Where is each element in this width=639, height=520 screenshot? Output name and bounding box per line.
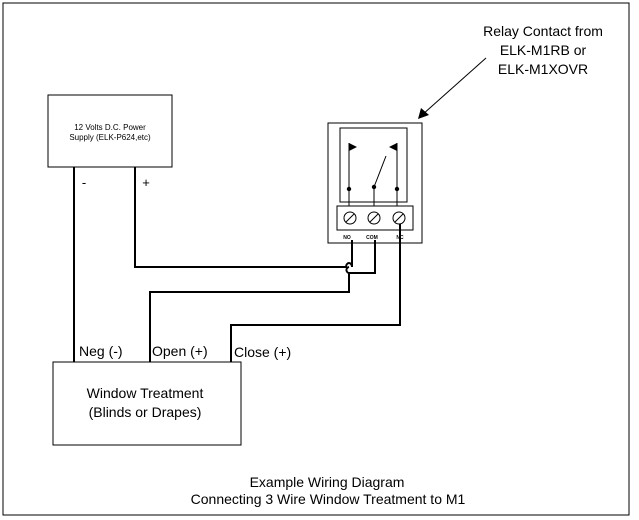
window-treatment-line2: (Blinds or Drapes) (89, 404, 202, 420)
relay-callout-line1: Relay Contact from (483, 23, 603, 39)
window-treatment-box (52, 361, 242, 446)
power-supply-line2: Supply (ELK-P624,etc) (69, 133, 151, 142)
terminal-screw-com (367, 211, 381, 225)
label-neg: Neg (-) (79, 343, 123, 359)
label-open: Open (+) (152, 343, 208, 359)
relay-callout-line3: ELK-M1XOVR (498, 61, 588, 77)
terminal-label-com: COM (366, 235, 378, 241)
power-supply-pos-label: + (142, 175, 150, 190)
caption-line1: Example Wiring Diagram (250, 474, 405, 490)
relay-contact-symbol (346, 143, 400, 211)
wire-close (230, 224, 401, 362)
caption-line2: Connecting 3 Wire Window Treatment to M1 (191, 491, 466, 507)
power-supply-line1: 12 Volts D.C. Power (74, 123, 146, 132)
callout-arrow (418, 57, 487, 119)
outer-frame (2, 2, 630, 516)
relay-callout-line2: ELK-M1RB or (500, 42, 587, 58)
terminal-label-no: NO (343, 235, 351, 241)
power-supply-box (47, 94, 173, 168)
power-supply-neg-label: - (82, 175, 86, 190)
wire-open (149, 240, 376, 362)
window-treatment-line1: Window Treatment (87, 385, 204, 401)
label-close: Close (+) (234, 344, 291, 360)
wire-power-positive (134, 167, 353, 268)
terminal-screw-nc (392, 211, 406, 225)
terminal-screw-no (343, 211, 357, 225)
